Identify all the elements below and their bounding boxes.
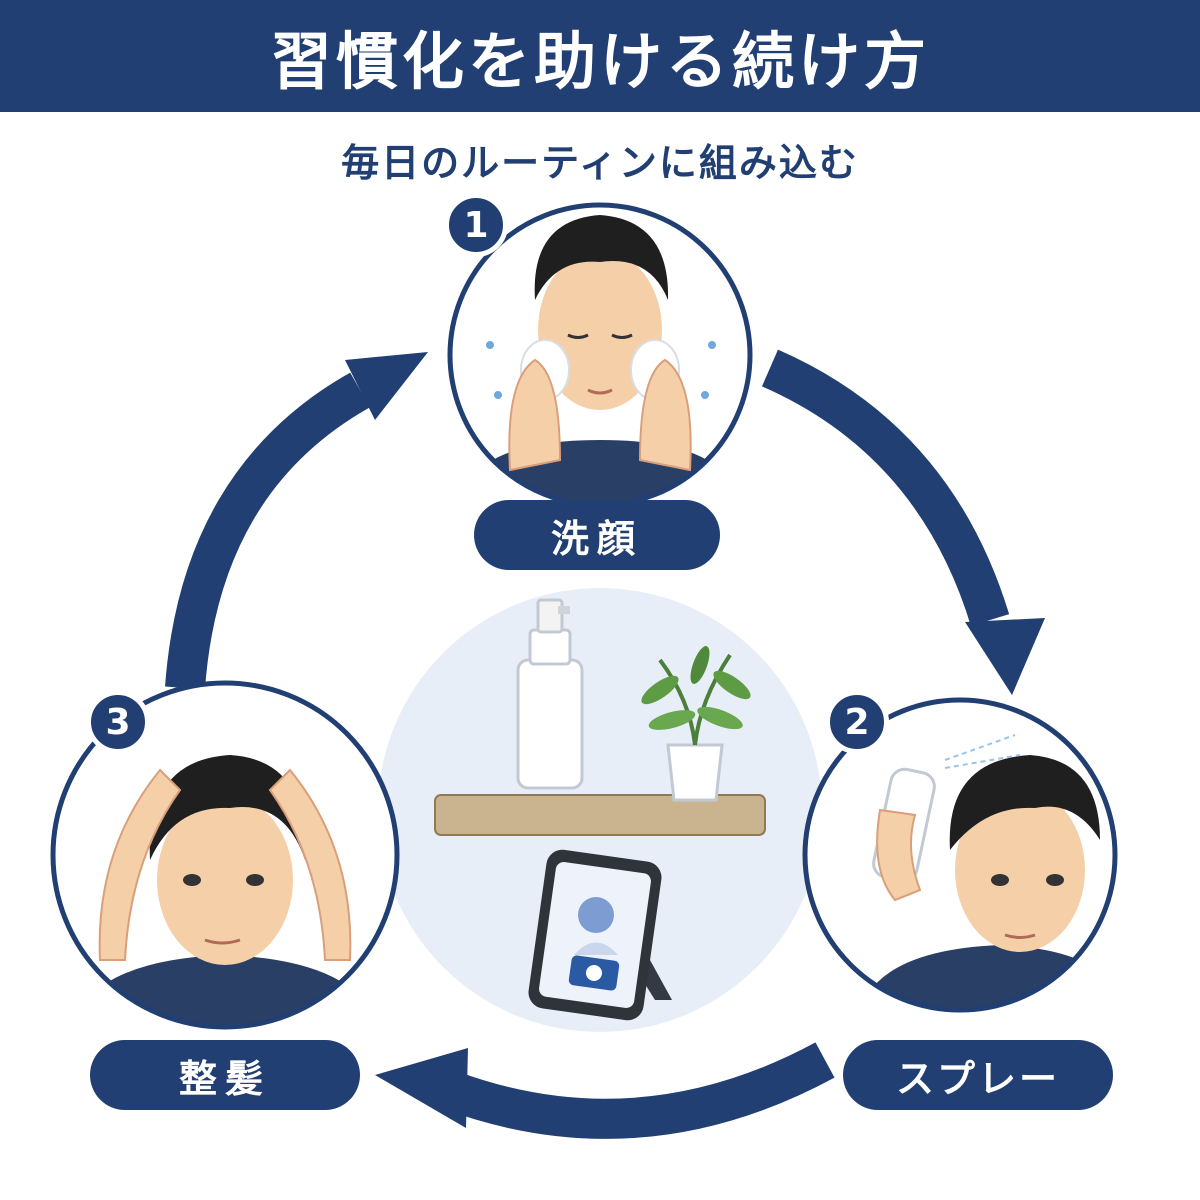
step-1-number-badge: 1 xyxy=(444,193,508,257)
shelf-icon xyxy=(434,794,766,836)
step-2-number-badge: 2 xyxy=(825,690,889,754)
hair-styling-illustration xyxy=(50,680,400,1030)
step-3-number-badge: 3 xyxy=(86,690,150,754)
step-1-label: 洗顔 xyxy=(474,500,720,570)
step-2-label: スプレー xyxy=(843,1040,1113,1110)
arrow-1-to-2 xyxy=(761,349,1010,626)
arrow-3-to-1-head xyxy=(345,352,428,420)
center-products xyxy=(378,588,822,1032)
smartphone-camera-icon xyxy=(528,849,672,1021)
hair-spray-illustration xyxy=(802,697,1118,1013)
arrow-3-to-1 xyxy=(165,372,370,690)
cycle-arrows xyxy=(165,349,1045,1139)
page-subtitle: 毎日のルーティンに組み込む xyxy=(341,141,859,185)
plant-icon xyxy=(641,646,751,802)
arrow-1-to-2-head xyxy=(965,618,1045,695)
page-title: 習慣化を助ける続け方 xyxy=(269,25,930,98)
spray-bottle-icon xyxy=(516,598,584,790)
face-washing-illustration xyxy=(447,202,753,508)
arrow-2-to-3 xyxy=(443,1042,835,1139)
step-3-label: 整髪 xyxy=(90,1040,360,1110)
arrow-2-to-3-head xyxy=(375,1048,468,1128)
title-banner: 習慣化を助ける続け方 xyxy=(0,0,1200,112)
